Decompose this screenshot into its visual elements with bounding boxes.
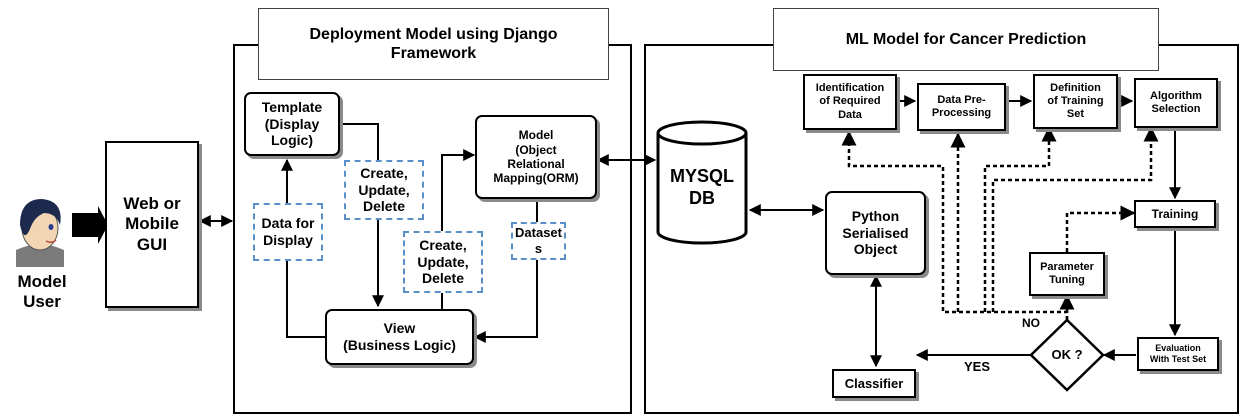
model-user-icon bbox=[16, 199, 64, 267]
model-orm-box: Model (Object Relational Mapping(ORM) bbox=[475, 115, 597, 199]
identification-box: Identification of Required Data bbox=[803, 74, 897, 130]
no-loop-algorithm bbox=[991, 126, 1159, 312]
mysql-db-cylinder bbox=[656, 120, 748, 245]
training-box: Training bbox=[1134, 200, 1216, 228]
crud-label-bottom: Create, Update, Delete bbox=[403, 231, 483, 293]
python-object-box: Python Serialised Object bbox=[825, 191, 926, 275]
template-view-arrow bbox=[341, 123, 384, 308]
no-label: NO bbox=[1022, 315, 1040, 330]
algorithm-box: Algorithm Selection bbox=[1134, 78, 1218, 128]
classifier-box: Classifier bbox=[832, 369, 916, 398]
no-loop-identification bbox=[841, 130, 1069, 320]
web-mobile-gui: Web or Mobile GUI bbox=[105, 141, 199, 308]
decision-label: OK ? bbox=[1051, 347, 1083, 363]
decision-diamond bbox=[1029, 318, 1105, 392]
yes-label: YES bbox=[963, 359, 990, 375]
parameter-tuning-box: Parameter Tuning bbox=[1029, 252, 1105, 296]
model-user-label: Model User bbox=[17, 271, 67, 311]
template-box: Template (Display Logic) bbox=[244, 92, 340, 156]
no-loop-trainset bbox=[983, 126, 1057, 312]
mysql-db-label: MYSQL DB bbox=[669, 166, 734, 208]
model-view-arrow bbox=[473, 199, 538, 343]
crud-label-top: Create, Update, Delete bbox=[344, 160, 424, 220]
training-set-box: Definition of Training Set bbox=[1033, 74, 1118, 129]
data-for-display-label: Data for Display bbox=[253, 203, 323, 261]
django-title: Deployment Model using Django Framework bbox=[258, 8, 609, 80]
user-arrow-bar bbox=[72, 213, 98, 237]
preprocessing-box: Data Pre- Processing bbox=[917, 83, 1006, 131]
user-arrow-head bbox=[98, 206, 108, 244]
evaluation-box: Evaluation With Test Set bbox=[1137, 337, 1219, 371]
ml-title: ML Model for Cancer Prediction bbox=[773, 8, 1159, 71]
tuning-training-loop bbox=[1065, 205, 1136, 252]
datasets-label: Dataset s bbox=[511, 222, 566, 260]
view-box: View (Business Logic) bbox=[325, 309, 474, 365]
